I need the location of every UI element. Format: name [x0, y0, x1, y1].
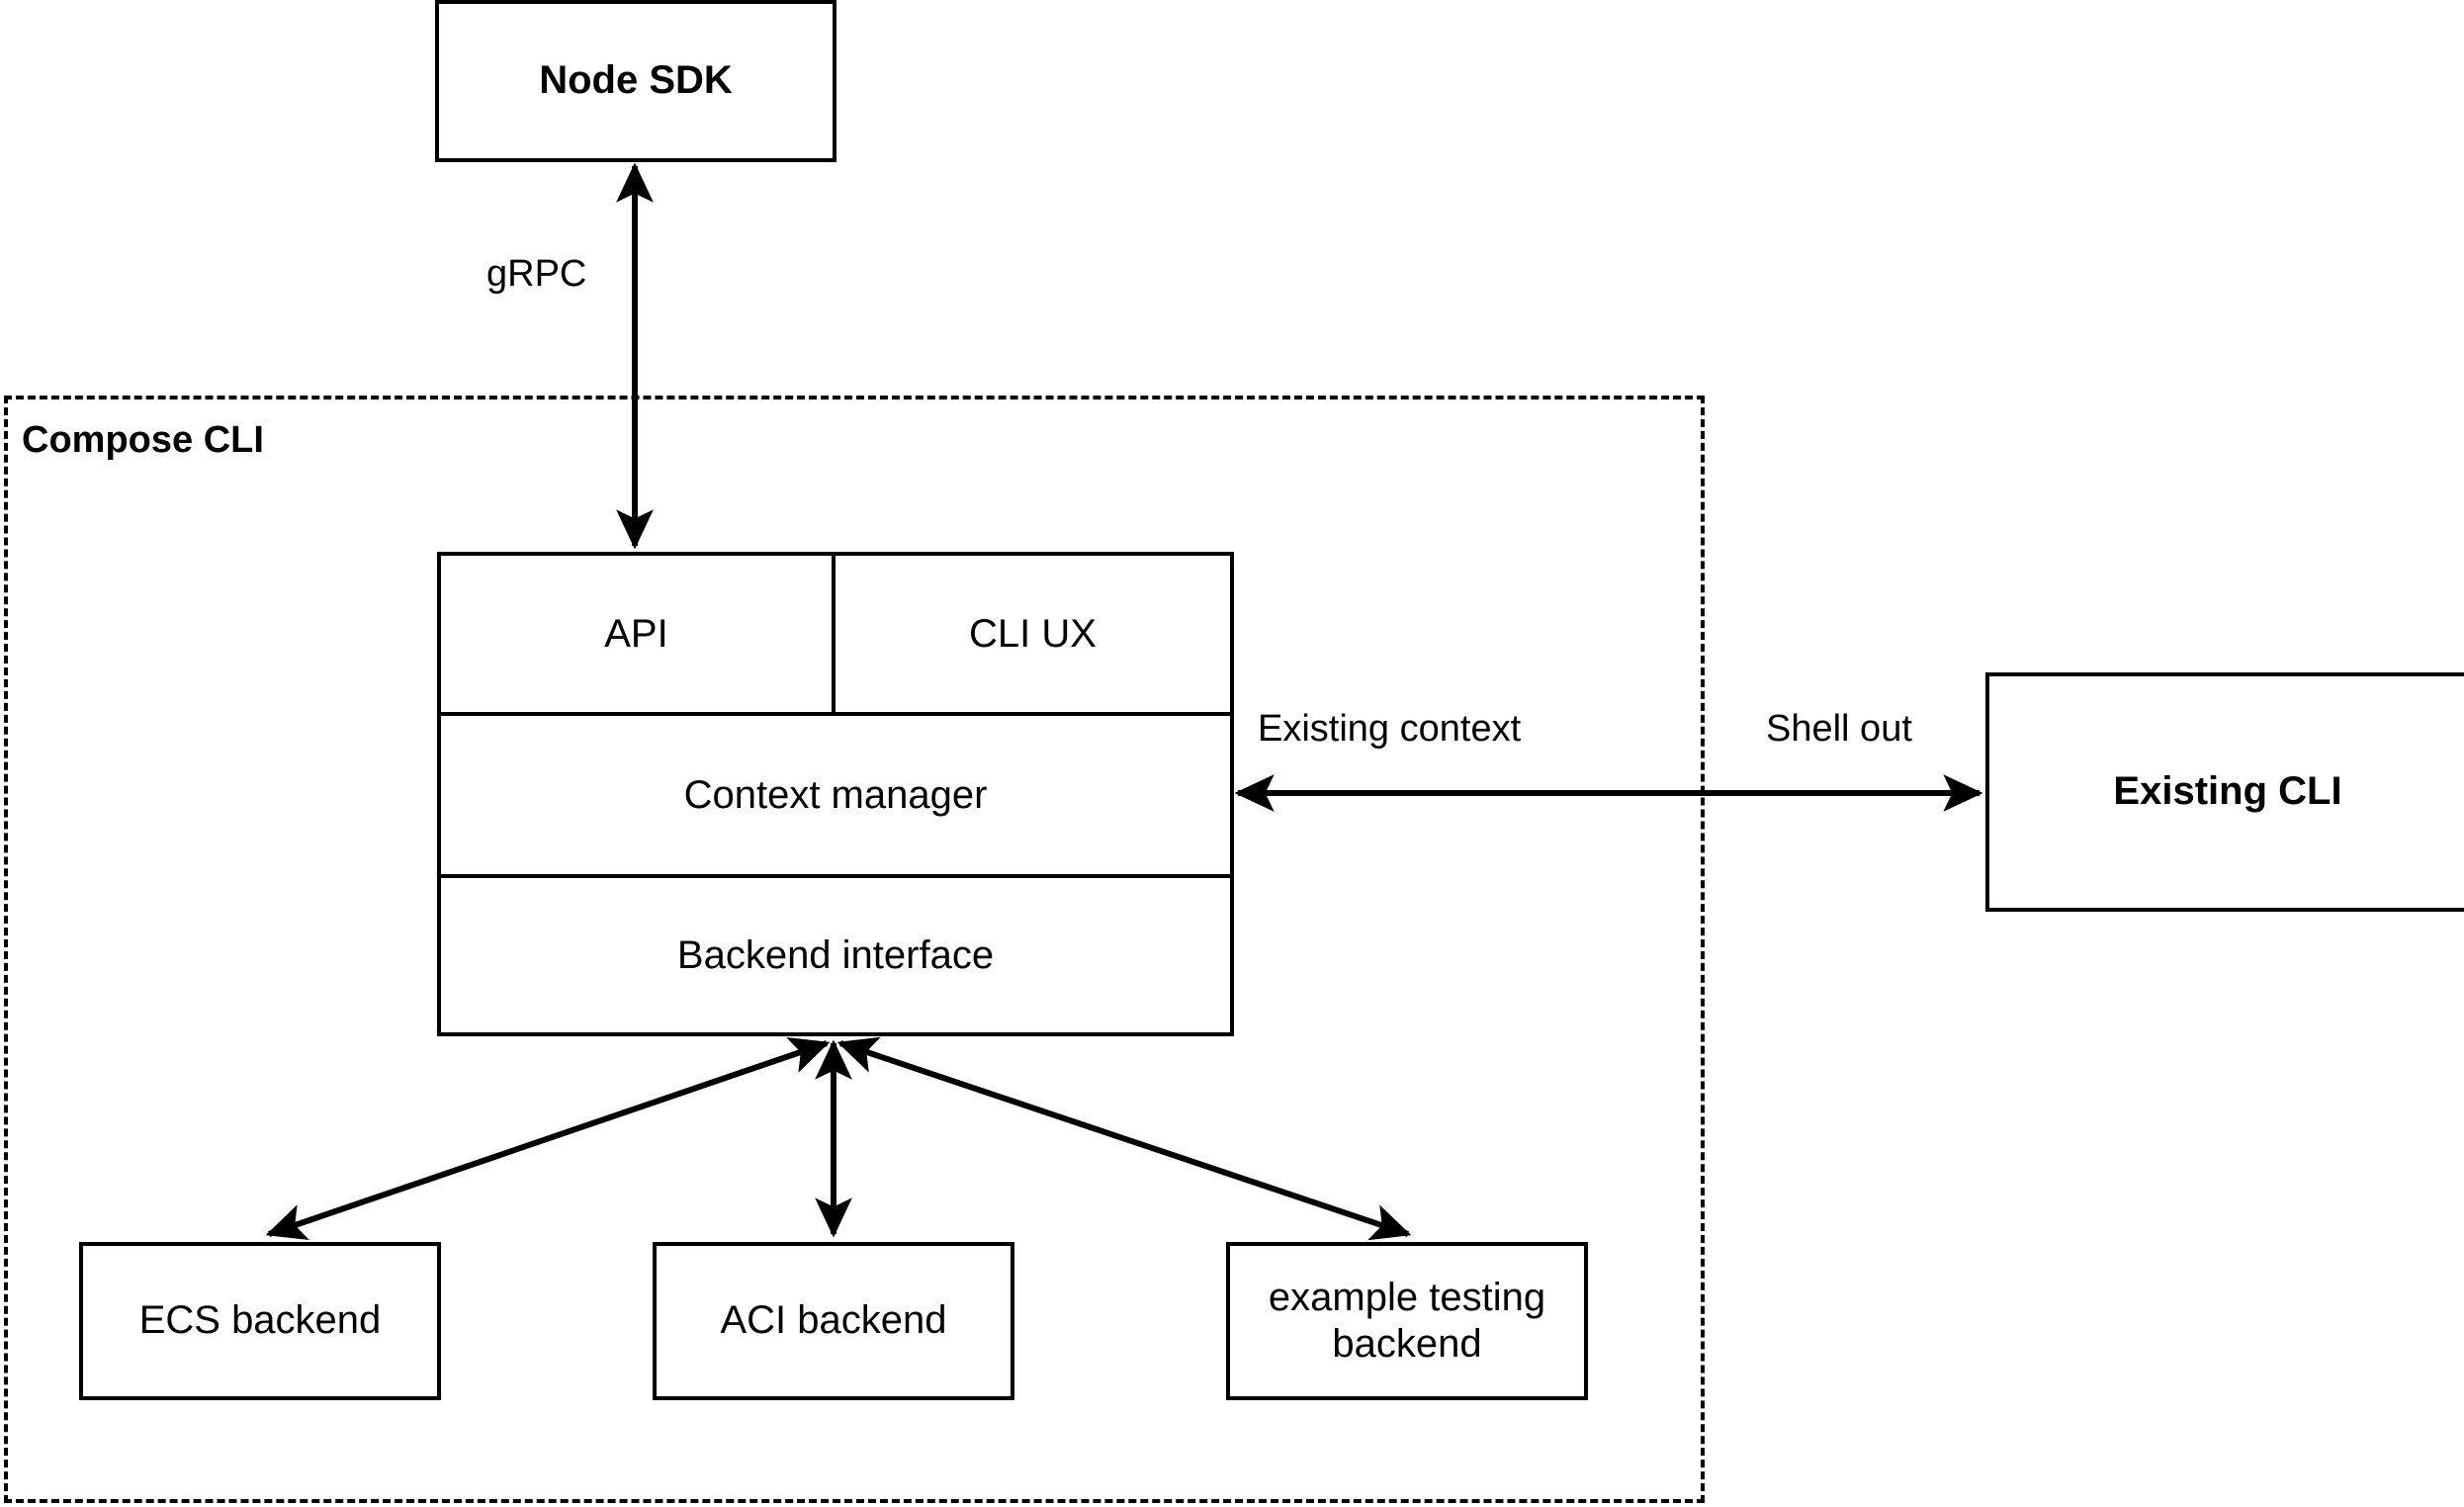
component-stack: API CLI UX Context manager Backend inter…: [437, 552, 1234, 1036]
node-backend-interface[interactable]: Backend interface: [441, 878, 1230, 1032]
node-cli-ux[interactable]: CLI UX: [836, 556, 1230, 712]
divider-api-cliux: [832, 556, 836, 712]
node-ecs-backend[interactable]: ECS backend: [79, 1242, 441, 1400]
edge-label-shell-out: Shell out: [1766, 708, 1912, 750]
node-api[interactable]: API: [441, 556, 832, 712]
node-context-manager[interactable]: Context manager: [441, 716, 1230, 874]
node-aci-backend[interactable]: ACI backend: [653, 1242, 1014, 1400]
divider-top-middle: [441, 712, 1230, 716]
edge-label-grpc: gRPC: [486, 253, 587, 295]
node-existing-cli-label: Existing CLI: [2113, 769, 2342, 814]
edge-backend-to-example-line: [836, 1036, 1412, 1241]
node-cli-ux-label: CLI UX: [969, 611, 1097, 656]
divider-middle-bottom: [441, 874, 1230, 878]
edge-label-existing-context: Existing context: [1258, 708, 1522, 750]
node-context-manager-label: Context manager: [683, 772, 988, 817]
node-existing-cli[interactable]: Existing CLI: [1985, 672, 2464, 912]
node-node-sdk-label: Node SDK: [539, 58, 733, 103]
group-compose-cli-title: Compose CLI: [22, 419, 264, 461]
node-node-sdk[interactable]: Node SDK: [435, 0, 836, 162]
node-aci-backend-label: ACI backend: [720, 1298, 947, 1343]
node-ecs-backend-label: ECS backend: [138, 1298, 382, 1343]
edge-backend-to-ecs-line: [265, 1037, 831, 1240]
group-compose-cli: [4, 396, 1705, 1503]
node-backend-interface-label: Backend interface: [676, 932, 995, 977]
node-example-testing-backend-label: example testing backend: [1268, 1275, 1546, 1366]
node-api-label: API: [604, 611, 668, 656]
node-example-testing-backend[interactable]: example testing backend: [1226, 1242, 1588, 1400]
